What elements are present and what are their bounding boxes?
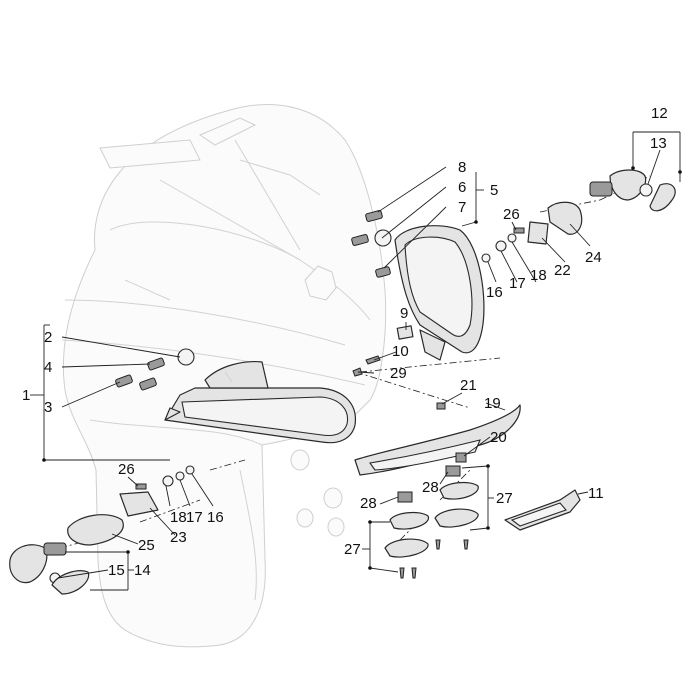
callout-23: 23 xyxy=(170,529,187,546)
callout-25: 25 xyxy=(138,537,155,554)
callout-15: 15 xyxy=(108,562,125,579)
callout-10: 10 xyxy=(392,343,409,360)
callout-6: 6 xyxy=(458,179,466,196)
callout-21: 21 xyxy=(460,377,477,394)
callout-20: 20 xyxy=(490,429,507,446)
callout-17-right: 17 xyxy=(509,275,526,292)
callout-18-left: 18 xyxy=(170,509,187,526)
callout-11: 11 xyxy=(588,485,604,502)
callout-13: 13 xyxy=(650,135,667,152)
bracket-dots xyxy=(42,166,682,570)
rear-light-assembly xyxy=(164,360,357,444)
callout-16-right: 16 xyxy=(486,284,503,301)
callout-27-left: 27 xyxy=(344,541,361,558)
number-plate-light xyxy=(354,402,521,476)
callout-18-right: 18 xyxy=(530,267,547,284)
callout-17-left: 17 xyxy=(186,509,203,526)
callout-29: 29 xyxy=(390,365,407,382)
callout-24: 24 xyxy=(585,249,602,266)
left-indicator-assembly xyxy=(9,465,195,595)
callout-5: 5 xyxy=(490,182,498,199)
leader-lines xyxy=(30,131,681,591)
callout-labels: 1 2 4 3 8 6 5 7 9 10 29 12 13 26 22 24 1… xyxy=(22,105,668,579)
bulb-holders xyxy=(384,465,479,579)
callout-8: 8 xyxy=(458,159,466,176)
callout-28-right: 28 xyxy=(422,479,439,496)
callout-26-left: 26 xyxy=(118,461,135,478)
callout-27-right: 27 xyxy=(496,490,513,507)
callout-26-right: 26 xyxy=(503,206,520,223)
clips-and-screws xyxy=(352,325,414,377)
callout-3: 3 xyxy=(44,399,52,416)
callout-1: 1 xyxy=(22,387,30,404)
callout-28-left: 28 xyxy=(360,495,377,512)
callout-2: 2 xyxy=(44,329,52,346)
callout-4: 4 xyxy=(44,359,52,376)
callout-16-left: 16 xyxy=(207,509,224,526)
callout-7: 7 xyxy=(458,199,466,216)
callout-22: 22 xyxy=(554,262,571,279)
rear-reflector xyxy=(504,489,581,531)
right-light-housing xyxy=(351,210,485,361)
callout-14: 14 xyxy=(134,562,151,579)
bulbs-left xyxy=(115,348,195,391)
callout-9: 9 xyxy=(400,305,408,322)
callout-12: 12 xyxy=(651,105,668,122)
callout-19: 19 xyxy=(484,395,501,412)
